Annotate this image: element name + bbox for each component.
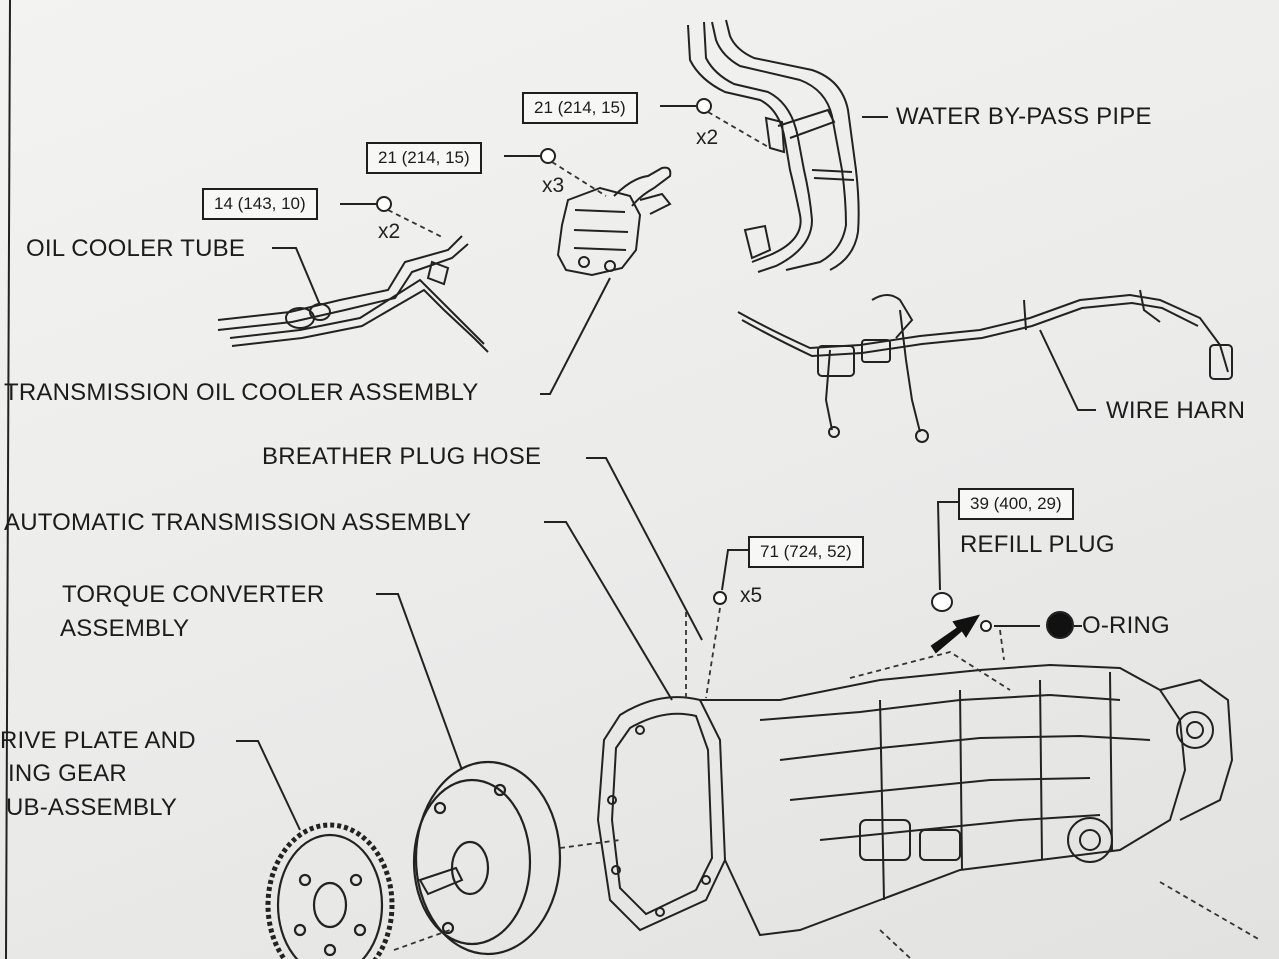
arrow-icon <box>930 614 981 654</box>
trans-bolt-icon <box>713 591 727 605</box>
torque-spec-trans-bolt: 71 (724, 52) <box>748 536 864 568</box>
torque-converter-drawing <box>412 760 562 956</box>
leader-lines <box>236 105 1096 831</box>
drive-plate-drawing <box>265 822 395 959</box>
torque-spec-cooler: 21 (214, 15) <box>366 142 482 174</box>
bolts <box>376 98 1074 639</box>
oil-cooler-tube-drawing <box>217 235 489 353</box>
wire-harness-drawing <box>737 289 1233 443</box>
label-water-bypass-pipe: WATER BY-PASS PIPE <box>896 103 1152 130</box>
torque-spec-refill-plug: 39 (400, 29) <box>958 488 1074 520</box>
transmission-oil-cooler-drawing <box>556 166 672 277</box>
water-pipe-bolt-icon <box>696 98 712 114</box>
label-oil-cooler-tube: OIL COOLER TUBE <box>26 235 246 262</box>
label-refill-plug: REFILL PLUG <box>960 531 1115 558</box>
torque-spec-water-pipe: 21 (214, 15) <box>522 92 638 124</box>
o-ring-legend-dot-icon <box>1046 611 1074 639</box>
label-automatic-transmission: AUTOMATIC TRANSMISSION ASSEMBLY <box>4 509 472 536</box>
label-breather-plug-hose: BREATHER PLUG HOSE <box>262 443 542 470</box>
label-o-ring: O-RING <box>1082 612 1170 639</box>
label-drive-plate-line3: UB-ASSEMBLY <box>6 794 178 821</box>
qty-water-pipe-bolt: x2 <box>696 126 719 149</box>
oil-tube-bolt-icon <box>376 196 392 212</box>
label-drive-plate-line1: RIVE PLATE AND <box>0 727 196 754</box>
o-ring-small-icon <box>980 620 992 632</box>
water-bypass-pipe-drawing <box>687 19 860 273</box>
page-border <box>5 0 11 959</box>
refill-plug-icon <box>931 592 953 612</box>
label-transmission-oil-cooler: TRANSMISSION OIL COOLER ASSEMBLY <box>4 379 479 406</box>
label-torque-converter-line2: ASSEMBLY <box>60 615 190 642</box>
qty-trans-bolt: x5 <box>740 584 763 607</box>
automatic-transmission-drawing <box>596 663 1234 937</box>
torque-spec-oil-tube: 14 (143, 10) <box>202 188 318 220</box>
qty-cooler-bolt: x3 <box>542 174 565 197</box>
qty-oil-tube-bolt: x2 <box>378 220 401 243</box>
label-wire-harness: WIRE HARN <box>1106 397 1246 424</box>
label-drive-plate-line2: ING GEAR <box>8 760 127 787</box>
label-torque-converter-line1: TORQUE CONVERTER <box>62 581 325 608</box>
alignment-dashes <box>387 111 1261 959</box>
cooler-bolt-icon <box>540 148 556 164</box>
